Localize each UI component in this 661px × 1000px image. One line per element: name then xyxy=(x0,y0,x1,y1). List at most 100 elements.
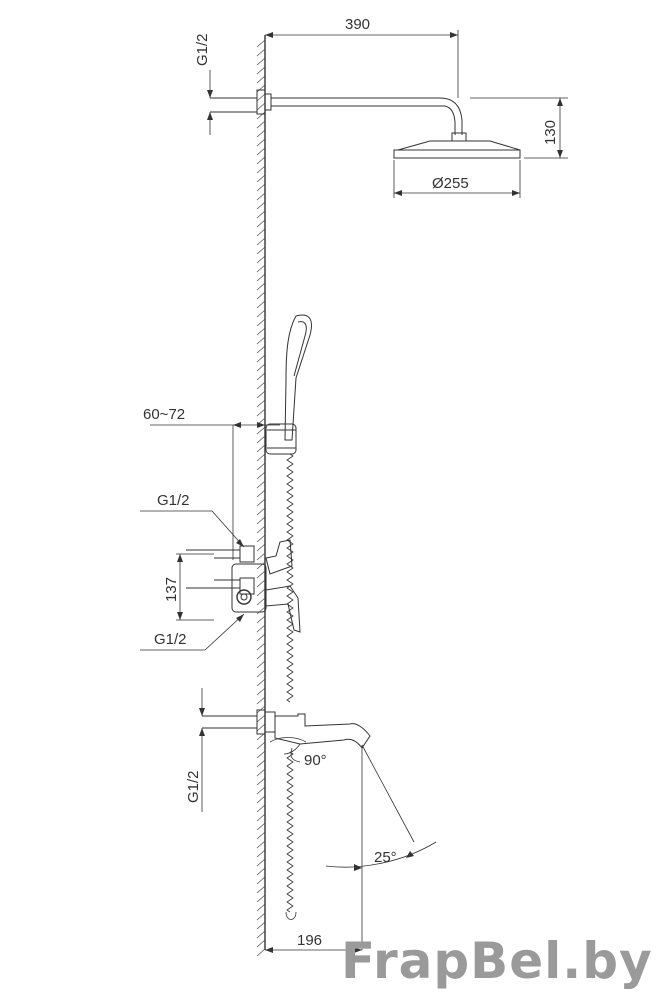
dimension-thread-top: G1/2 xyxy=(194,33,213,135)
hatch-line xyxy=(256,948,266,957)
slide-bar xyxy=(265,314,312,920)
watermark: FrapBel.by xyxy=(341,932,653,990)
hatch-line xyxy=(256,219,266,228)
hatch-line xyxy=(256,498,266,507)
hose-upper xyxy=(286,453,294,703)
hatch-line xyxy=(256,489,266,498)
shower-hose xyxy=(285,453,297,920)
hatch-line xyxy=(256,750,266,759)
hatch-line xyxy=(256,165,266,174)
hatch-line xyxy=(256,921,266,930)
dimension-25-degree: 25° xyxy=(325,744,437,950)
hatch-line xyxy=(256,651,266,660)
hatch-line xyxy=(256,930,266,939)
hatch-line xyxy=(256,336,266,345)
hatch-line xyxy=(256,543,266,552)
hatch-line xyxy=(256,39,266,48)
hatch-line xyxy=(256,399,266,408)
hatch-line xyxy=(256,867,266,876)
hatch-line xyxy=(256,192,266,201)
hatch-line xyxy=(256,939,266,948)
hatch-line xyxy=(256,120,266,129)
hatch-line xyxy=(256,264,266,273)
hatch-line xyxy=(256,183,266,192)
dim-mixer-center: 137 xyxy=(163,577,180,602)
hatch-line xyxy=(256,570,266,579)
hatch-line xyxy=(256,345,266,354)
hatch-line xyxy=(256,687,266,696)
hatch-line xyxy=(256,822,266,831)
dimension-60-72: 60~72 xyxy=(143,406,280,560)
hatch-line xyxy=(256,660,266,669)
dim-spout-angle: 90° xyxy=(304,752,327,769)
hatch-line xyxy=(256,282,266,291)
hatch-line xyxy=(256,273,266,282)
hatch-line xyxy=(256,75,266,84)
hatch-line xyxy=(256,327,266,336)
hatch-line xyxy=(256,831,266,840)
hatch-line xyxy=(256,354,266,363)
dimension-thread-spout: G1/2 xyxy=(185,688,205,812)
hatch-line xyxy=(256,786,266,795)
hatch-line xyxy=(256,453,266,462)
dimension-130: 130 xyxy=(470,97,568,159)
hatch-line xyxy=(256,678,266,687)
dim-thread-top: G1/2 xyxy=(194,33,211,66)
hatch-line xyxy=(256,372,266,381)
hatch-line xyxy=(256,426,266,435)
hatch-line xyxy=(256,246,266,255)
dimension-137: 137 xyxy=(163,553,214,621)
dimension-90-degree: 90° xyxy=(290,747,327,769)
hatch-line xyxy=(256,147,266,156)
hose-lower xyxy=(286,751,294,913)
hatch-line xyxy=(256,525,266,534)
hatch-line xyxy=(256,174,266,183)
hatch-line xyxy=(256,381,266,390)
hatch-line xyxy=(256,471,266,480)
hatch-line xyxy=(256,894,266,903)
hatch-line xyxy=(256,93,266,102)
hatch-line xyxy=(256,741,266,750)
dimension-390: 390 xyxy=(265,16,459,98)
hatch-line xyxy=(256,588,266,597)
dimension-thread-mixer-top: G1/2 xyxy=(140,492,245,548)
hatch-line xyxy=(256,876,266,885)
shower-arm xyxy=(210,89,521,159)
hatch-line xyxy=(256,300,266,309)
hatch-line xyxy=(256,57,266,66)
hatch-line xyxy=(256,579,266,588)
hatch-line xyxy=(256,858,266,867)
dimension-196: 196 xyxy=(265,932,362,953)
hose-loop xyxy=(285,911,297,920)
hatch-line xyxy=(256,669,266,678)
hatch-line xyxy=(256,759,266,768)
hatch-line xyxy=(256,111,266,120)
hatch-line xyxy=(256,363,266,372)
hatch-line xyxy=(256,462,266,471)
hatch-line xyxy=(256,633,266,642)
hatch-line xyxy=(256,516,266,525)
wall-hatching xyxy=(256,39,266,957)
dim-head-height: 130 xyxy=(542,120,559,145)
hatch-line xyxy=(256,318,266,327)
hatch-line xyxy=(256,210,266,219)
hatch-line xyxy=(256,201,266,210)
hatch-line xyxy=(256,849,266,858)
dim-head-diameter: Ø255 xyxy=(432,175,469,192)
hatch-line xyxy=(256,885,266,894)
hatch-line xyxy=(256,390,266,399)
hatch-line xyxy=(256,561,266,570)
hatch-line xyxy=(256,48,266,57)
hatch-line xyxy=(256,606,266,615)
dim-thread-mixer-top: G1/2 xyxy=(157,492,190,509)
hatch-line xyxy=(256,714,266,723)
hatch-line xyxy=(256,228,266,237)
hatch-line xyxy=(256,309,266,318)
hatch-line xyxy=(256,624,266,633)
hatch-line xyxy=(256,66,266,75)
dimension-thread-mixer-bottom: G1/2 xyxy=(140,613,245,651)
hatch-line xyxy=(256,795,266,804)
hatch-line xyxy=(256,138,266,147)
hatch-line xyxy=(256,615,266,624)
